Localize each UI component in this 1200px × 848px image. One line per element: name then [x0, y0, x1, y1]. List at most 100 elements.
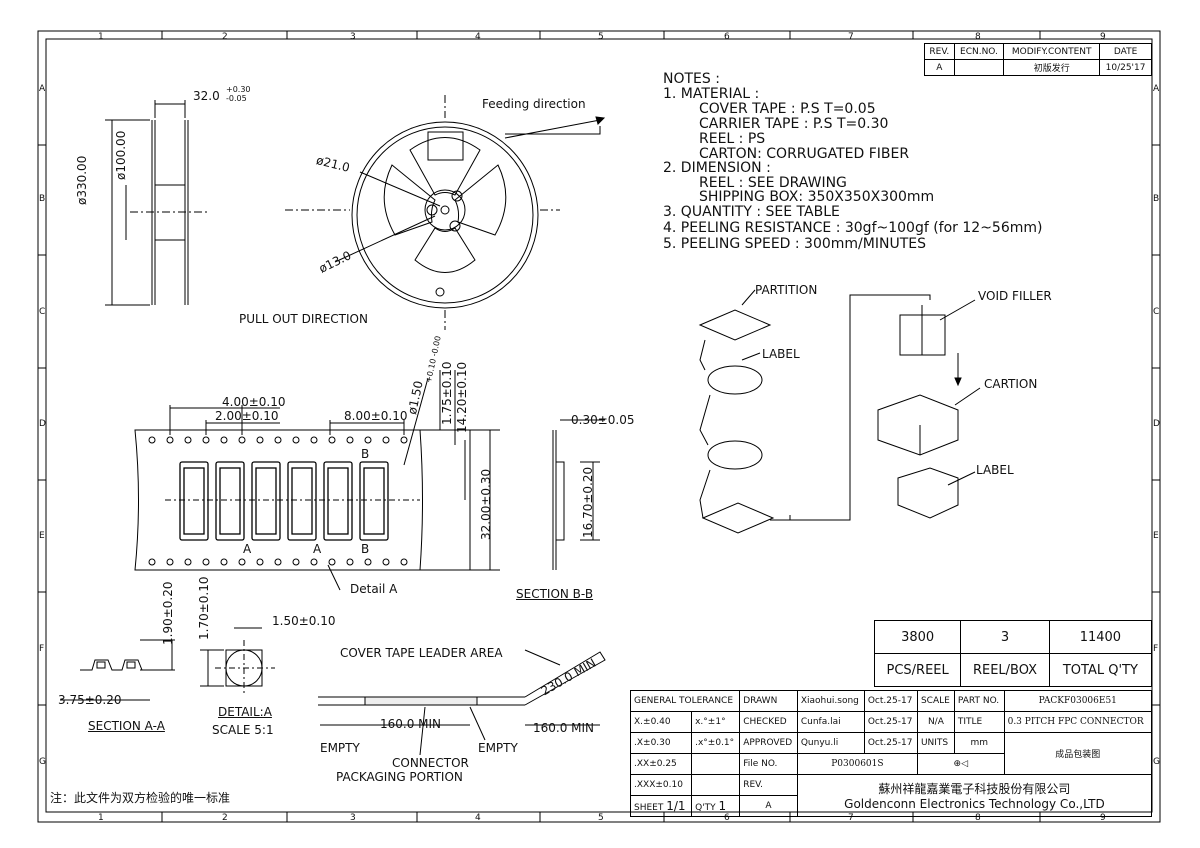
drawn-label: DRAWN [739, 690, 798, 712]
sheet-value: 1/1 [666, 799, 686, 813]
row-label: B [39, 194, 46, 204]
row-label: C [1153, 307, 1160, 317]
drawn-date: Oct.25-17 [863, 690, 918, 712]
reel-outer-dia: ø330.00 [75, 155, 89, 205]
quantity-values-row: 3800 3 11400 [873, 620, 1153, 654]
col-label: 9 [1100, 813, 1106, 823]
col-label: 6 [724, 813, 730, 823]
leader-160a: 160.0 MIN [380, 717, 442, 731]
col-label: 8 [975, 32, 981, 42]
section-aa-depth: 1.90±0.20 [161, 581, 175, 646]
row-label: B [1153, 194, 1160, 204]
notes-title: NOTES : [663, 71, 720, 87]
reel-per-box-label: REEL/BOX [960, 653, 1050, 687]
title-row-3: .X±0.30 .x°±0.1° APPROVED Qunyu.li Oct.2… [629, 732, 1153, 775]
footnote: 注：此文件为双方检验的唯一标准 [50, 791, 231, 805]
col-label: 7 [848, 813, 854, 823]
reel-width-dim: 32.0 [193, 89, 220, 103]
reel-front-view [285, 95, 606, 330]
sheet-label: SHEET 1/1 [629, 795, 693, 817]
title-row-5: .XXX±0.10 REV. 蘇州祥龍嘉業電子科技股份有限公司 Goldenco… [629, 774, 1153, 817]
col-label: 3 [350, 813, 356, 823]
row-label: E [1153, 531, 1159, 541]
sprocket-holes-bottom [148, 558, 408, 566]
col-label: 5 [598, 813, 604, 823]
modify-header: MODIFY.CONTENT [1003, 43, 1101, 60]
marker-a-2: A [313, 542, 322, 556]
approved-name: Qunyu.li [796, 732, 865, 754]
label-1: LABEL [762, 347, 800, 361]
leader-empty-2: EMPTY [478, 741, 518, 755]
detail-a-callout: Detail A [350, 582, 398, 596]
title-value: 0.3 PITCH FPC CONNECTOR [1003, 711, 1153, 733]
notes-line: REEL : PS [699, 131, 766, 147]
partition-label: PARTITION [755, 283, 818, 297]
marker-b-top: B [361, 447, 370, 461]
general-tolerance: GENERAL TOLERANCE [629, 690, 741, 712]
col-label: 3 [350, 32, 356, 42]
col-label: 2 [222, 813, 228, 823]
reel-width-tol-plus: +0.30 [226, 85, 251, 94]
row-label: D [1153, 419, 1160, 429]
notes-line: SHIPPING BOX: 350X350X300mm [699, 189, 935, 205]
section-bb-label: SECTION B-B [516, 587, 594, 601]
void-filler-label: VOID FILLER [978, 289, 1052, 303]
row-label: G [1153, 757, 1160, 767]
row-label: E [39, 531, 45, 541]
company-block: 蘇州祥龍嘉業電子科技股份有限公司 Goldenconn Electronics … [796, 774, 1153, 817]
row-label: D [39, 419, 46, 429]
leader-160b: 160.0 MIN [533, 721, 595, 735]
section-aa-label: SECTION A-A [88, 719, 165, 733]
scale-label: SCALE [916, 690, 955, 712]
file-no: P0300601S [796, 753, 918, 775]
width-dim: 32.00±0.30 [479, 468, 493, 540]
title-cn: 成品包装图 [1003, 732, 1153, 775]
title-row-1: GENERAL TOLERANCE DRAWN Xiaohui.song Oct… [629, 690, 1153, 712]
part-label: PART NO. [953, 690, 1005, 712]
tol-left-2: .X±0.30 [629, 732, 693, 754]
reel-per-box-value: 3 [960, 620, 1050, 654]
tol-right-4 [691, 774, 741, 796]
drawn-name: Xiaohui.song [796, 690, 865, 712]
notes-line: 2. DIMENSION : [663, 160, 771, 176]
reel-side-view [105, 100, 210, 306]
units-value: mm [953, 732, 1005, 754]
qty-label: Q'TY [695, 803, 716, 813]
checked-label: CHECKED [739, 711, 798, 733]
part-no: PACKF03006E51 [1003, 690, 1153, 712]
notes-line: 3. QUANTITY : SEE TABLE [663, 204, 840, 220]
carrier-tape [134, 370, 500, 591]
detail-hole-dim: 1.50±0.10 [272, 614, 336, 628]
leader-connector: CONNECTOR [392, 756, 469, 770]
revision-table: REV. ECN.NO. MODIFY.CONTENT DATE A 初版发行 … [924, 43, 1152, 76]
title-row-4: .XX±0.25 File NO. P0300601S ⊕◁ [629, 753, 1152, 775]
outer-border [37, 30, 1161, 823]
leader-title: COVER TAPE LEADER AREA [340, 646, 503, 660]
scale-value: N/A [916, 711, 955, 733]
row-label: A [39, 84, 46, 94]
tol-right-1: x.°±1° [691, 711, 741, 733]
checked-name: Cunfa.lai [796, 711, 865, 733]
date-header: DATE [1099, 43, 1152, 60]
title-row-2: X.±0.40 x.°±1° CHECKED Cunfa.lai Oct.25-… [629, 711, 1153, 733]
ecn-header: ECN.NO. [953, 43, 1005, 60]
column-ticks [161, 31, 1041, 822]
pull-out-direction: PULL OUT DIRECTION [239, 312, 368, 326]
label-2: LABEL [976, 463, 1014, 477]
detail-height-dim: 1.70±0.10 [197, 576, 211, 641]
row-ticks [38, 144, 1160, 706]
section-bb-view [552, 419, 605, 570]
leader-packaging: PACKAGING PORTION [336, 770, 463, 784]
inner-border [45, 38, 1153, 813]
col-label: 5 [598, 32, 604, 42]
quantity-table: 3800 3 11400 PCS/REEL REEL/BOX TOTAL Q'T… [873, 620, 1153, 687]
approved-date: Oct.25-17 [863, 732, 918, 754]
reel-width-tol-minus: -0.05 [226, 94, 247, 103]
title-block: GENERAL TOLERANCE DRAWN Xiaohui.song Oct… [629, 690, 1153, 817]
leader-empty-1: EMPTY [320, 741, 360, 755]
tol-left-3: .XX±0.25 [629, 753, 693, 775]
date-value: 10/25'17 [1099, 59, 1152, 76]
pcs-per-reel-value: 3800 [873, 620, 962, 654]
